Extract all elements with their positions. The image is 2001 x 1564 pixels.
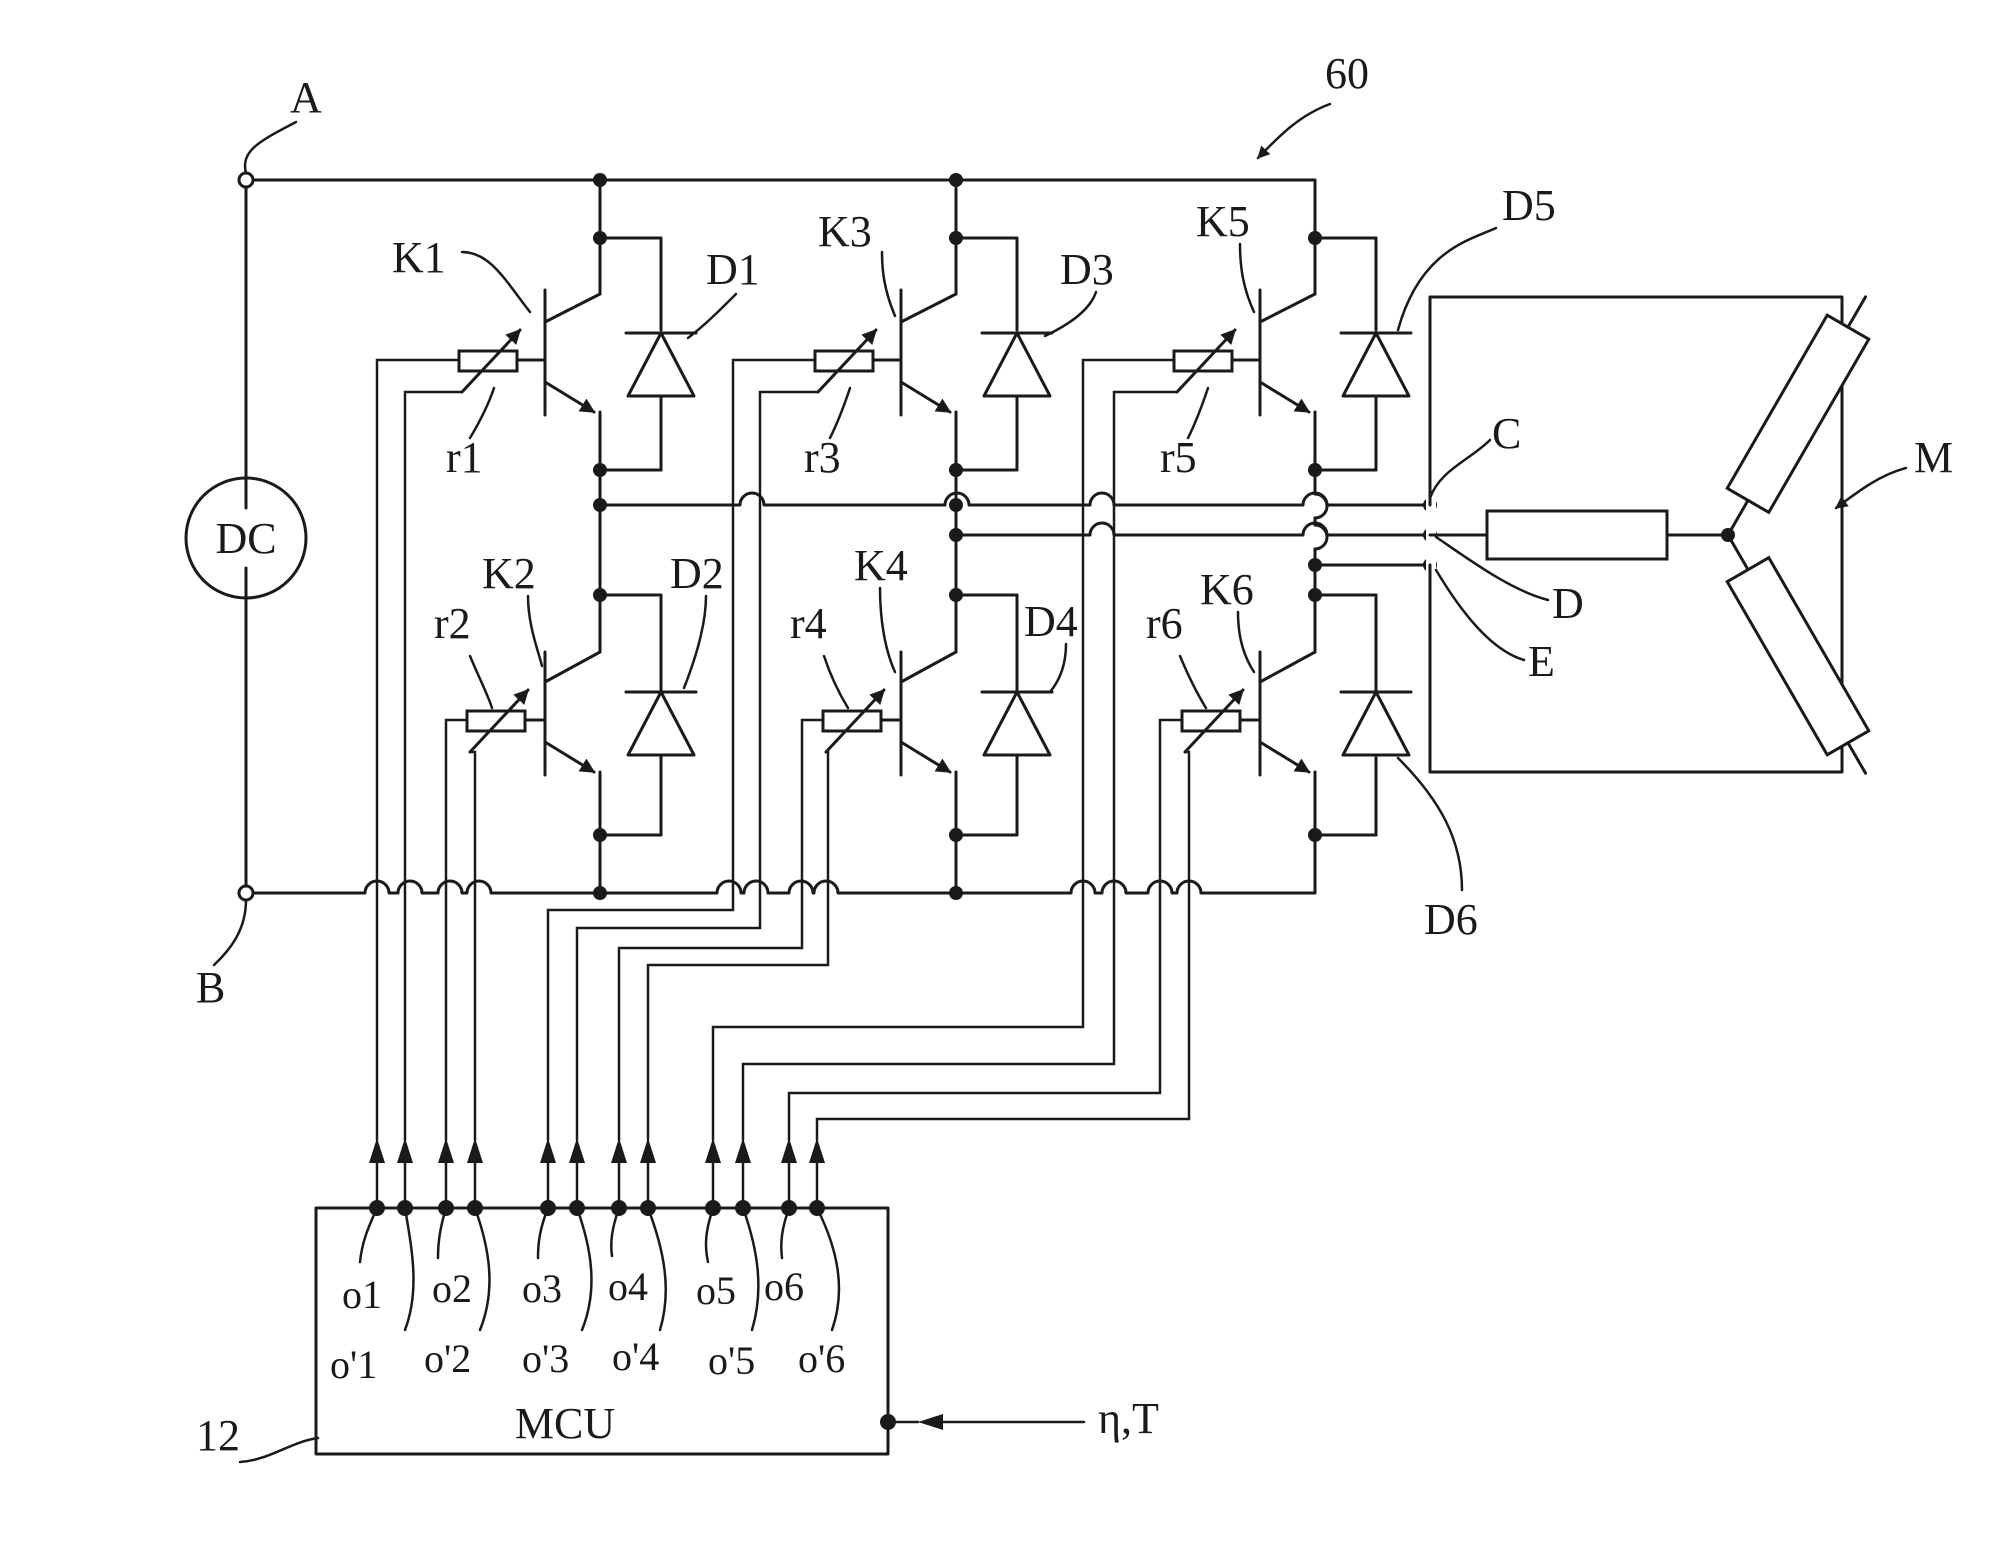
label-o4: o4 xyxy=(608,1264,648,1309)
label-o-prime-3: o'3 xyxy=(522,1336,569,1381)
label-d2: D2 xyxy=(670,549,724,598)
pin-o-prime-2 xyxy=(467,1138,483,1216)
label-r4: r4 xyxy=(790,599,827,648)
motor-winding-c xyxy=(1727,315,1869,512)
label-d5: D5 xyxy=(1502,181,1556,230)
mcu-block: MCU η,T 12 xyxy=(196,1208,1159,1462)
label-o-prime-2: o'2 xyxy=(424,1336,471,1381)
resistor-r2-symbol xyxy=(467,711,525,731)
label-k3: K3 xyxy=(818,207,872,256)
label-node-b: B xyxy=(196,963,225,1012)
label-r6: r6 xyxy=(1146,599,1183,648)
label-d4: D4 xyxy=(1024,597,1078,646)
mcu-label: MCU xyxy=(515,1399,615,1448)
motor-winding-e xyxy=(1727,558,1869,755)
resistor-r1-symbol xyxy=(459,351,517,371)
motor-block xyxy=(1426,285,1886,785)
label-r3: r3 xyxy=(804,433,841,482)
label-node-c: C xyxy=(1492,409,1521,458)
label-node-d: D xyxy=(1552,579,1584,628)
pin-o4 xyxy=(611,1138,627,1216)
label-r5: r5 xyxy=(1160,433,1197,482)
label-motor: M xyxy=(1914,433,1953,482)
mcu-input-label: η,T xyxy=(1098,1394,1159,1443)
pin-o-prime-1 xyxy=(397,1138,413,1216)
pin-o2 xyxy=(438,1138,454,1216)
label-o2: o2 xyxy=(432,1266,472,1311)
label-d3: D3 xyxy=(1060,245,1114,294)
resistor-r4-symbol xyxy=(823,711,881,731)
label-o6: o6 xyxy=(764,1264,804,1309)
diode-d1-symbol xyxy=(628,333,694,396)
label-o-prime-6: o'6 xyxy=(798,1336,845,1381)
label-o-prime-5: o'5 xyxy=(708,1338,755,1383)
pin-o-prime-3 xyxy=(569,1138,585,1216)
output-pin-labels: o1 o'1 o2 o'2 o3 o'3 o4 o'4 o5 o'5 o6 o'… xyxy=(330,1208,845,1387)
resistor-r5-symbol xyxy=(1174,351,1232,371)
dc-source-label: DC xyxy=(215,514,276,563)
motor-winding-d xyxy=(1487,511,1667,559)
label-r1: r1 xyxy=(446,433,483,482)
label-node-a: A xyxy=(290,73,322,122)
pin-o-prime-6 xyxy=(809,1138,825,1216)
label-d6: D6 xyxy=(1424,895,1478,944)
label-k1: K1 xyxy=(392,233,446,282)
pin-o1 xyxy=(369,1138,385,1216)
diode-d5-symbol xyxy=(1343,333,1409,396)
pin-o-prime-4 xyxy=(640,1138,656,1216)
label-k2: K2 xyxy=(482,549,536,598)
label-o-prime-4: o'4 xyxy=(612,1334,659,1379)
pin-o6 xyxy=(781,1138,797,1216)
label-k6: K6 xyxy=(1200,565,1254,614)
label-o5: o5 xyxy=(696,1268,736,1313)
label-node-e: E xyxy=(1528,637,1555,686)
mcu-output-pins xyxy=(369,1138,825,1216)
label-o-prime-1: o'1 xyxy=(330,1342,377,1387)
label-ref-60: 60 xyxy=(1325,49,1369,98)
pin-o3 xyxy=(540,1138,556,1216)
resistor-r3-symbol xyxy=(815,351,873,371)
mcu-ref-label: 12 xyxy=(196,1411,240,1460)
pin-o5 xyxy=(705,1138,721,1216)
label-r2: r2 xyxy=(434,599,471,648)
diode-d6-symbol xyxy=(1343,692,1409,755)
resistor-r6-symbol xyxy=(1182,711,1240,731)
gate-signal-wires xyxy=(377,360,1189,1140)
diode-d2-symbol xyxy=(628,692,694,755)
node-a-terminal xyxy=(239,173,253,187)
bridge-leg-1 xyxy=(459,173,696,900)
label-k5: K5 xyxy=(1196,197,1250,246)
component-labels: A B C D E M 60 K1 K2 K3 K4 K5 K6 D1 D2 D… xyxy=(196,49,1953,1012)
label-o3: o3 xyxy=(522,1266,562,1311)
label-o1: o1 xyxy=(342,1272,382,1317)
pin-o-prime-5 xyxy=(735,1138,751,1216)
diode-d4-symbol xyxy=(984,692,1050,755)
node-b-terminal xyxy=(239,886,253,900)
label-k4: K4 xyxy=(854,541,908,590)
label-d1: D1 xyxy=(706,245,760,294)
diode-d3-symbol xyxy=(984,333,1050,396)
